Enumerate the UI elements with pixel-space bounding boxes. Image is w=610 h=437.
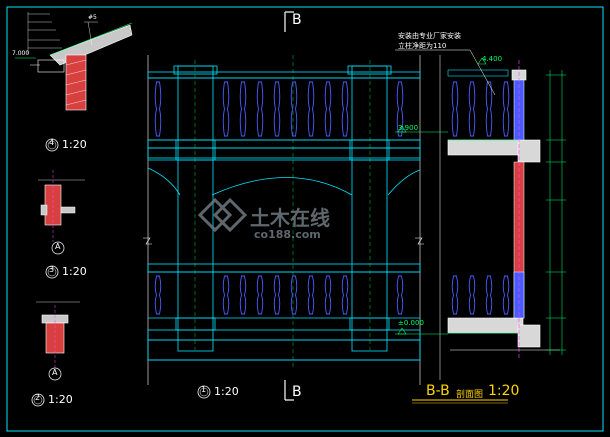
axis-marker-detail-2: A <box>52 368 58 377</box>
baluster <box>502 275 510 315</box>
section-marker-top <box>284 11 294 32</box>
baluster <box>307 81 315 137</box>
section-mark-bottom: B <box>292 384 302 400</box>
detail-4-scale: 1:20 <box>62 138 87 151</box>
note-line-1: 安装由专业厂家安装 <box>398 32 461 40</box>
watermark-sub: co188.com <box>254 228 321 241</box>
baluster <box>307 275 315 315</box>
baluster <box>341 275 349 315</box>
baluster <box>468 81 476 137</box>
baluster <box>324 81 332 137</box>
baluster <box>485 275 493 315</box>
baluster <box>396 275 404 315</box>
baluster <box>222 81 230 137</box>
baluster <box>290 81 298 137</box>
baluster <box>154 275 162 315</box>
section-title-scale: 1:20 <box>488 383 520 399</box>
detail-4-number: 4 <box>49 138 55 147</box>
detail-4-scale-symbol <box>45 138 59 152</box>
elevation-bottom: ±0.000 <box>398 319 424 327</box>
baluster <box>485 81 493 137</box>
section-title-suffix: 剖面图 <box>456 390 484 400</box>
drawing-border <box>6 6 604 432</box>
baluster <box>341 81 349 137</box>
axis-marker-detail-3: A <box>55 242 61 251</box>
baluster <box>396 81 404 137</box>
baluster <box>451 81 459 137</box>
note-line-2: 立柱净距为110 <box>398 42 447 50</box>
baluster <box>290 275 298 315</box>
upper-balusters <box>154 81 510 137</box>
baluster <box>502 81 510 137</box>
lower-balusters <box>154 275 510 315</box>
baluster <box>468 275 476 315</box>
main-elevation <box>147 55 421 385</box>
elevation-top: 4.400 <box>482 55 503 63</box>
baluster <box>239 81 247 137</box>
baluster <box>239 275 247 315</box>
watermark-logo-icon <box>197 197 248 233</box>
detail-1-scale: 1:20 <box>214 385 239 398</box>
detail-2-scale: 1:20 <box>48 393 73 406</box>
break-symbol-left <box>143 237 152 245</box>
detail-4-callout-ref: #5 <box>88 14 97 21</box>
detail-2-drawing <box>36 301 80 381</box>
baluster <box>451 275 459 315</box>
elevation-middle: 3.900 <box>398 124 419 132</box>
detail-2-number: 2 <box>35 393 41 402</box>
detail-4-drawing <box>15 12 133 111</box>
detail-3-number: 3 <box>49 265 55 274</box>
baluster <box>154 81 162 137</box>
break-symbol-right <box>415 237 424 245</box>
section-b-b-drawing <box>395 49 566 380</box>
baluster <box>324 275 332 315</box>
detail-3-scale-symbol <box>45 265 59 279</box>
detail-3-drawing <box>38 170 85 255</box>
detail-1-scale-symbol <box>197 385 211 399</box>
detail-3-scale: 1:20 <box>62 265 87 278</box>
baluster <box>273 81 281 137</box>
detail-1-number: 1 <box>201 385 207 394</box>
detail-4-callout-elevation: 7.000 <box>12 50 30 57</box>
baluster <box>256 275 264 315</box>
section-title: B-B <box>426 383 450 399</box>
section-mark-top: B <box>292 12 302 28</box>
detail-2-scale-symbol <box>31 393 45 407</box>
watermark-text: 土木在线 <box>250 206 330 230</box>
baluster <box>222 275 230 315</box>
baluster <box>273 275 281 315</box>
baluster <box>256 81 264 137</box>
section-marker-bottom <box>284 380 294 401</box>
